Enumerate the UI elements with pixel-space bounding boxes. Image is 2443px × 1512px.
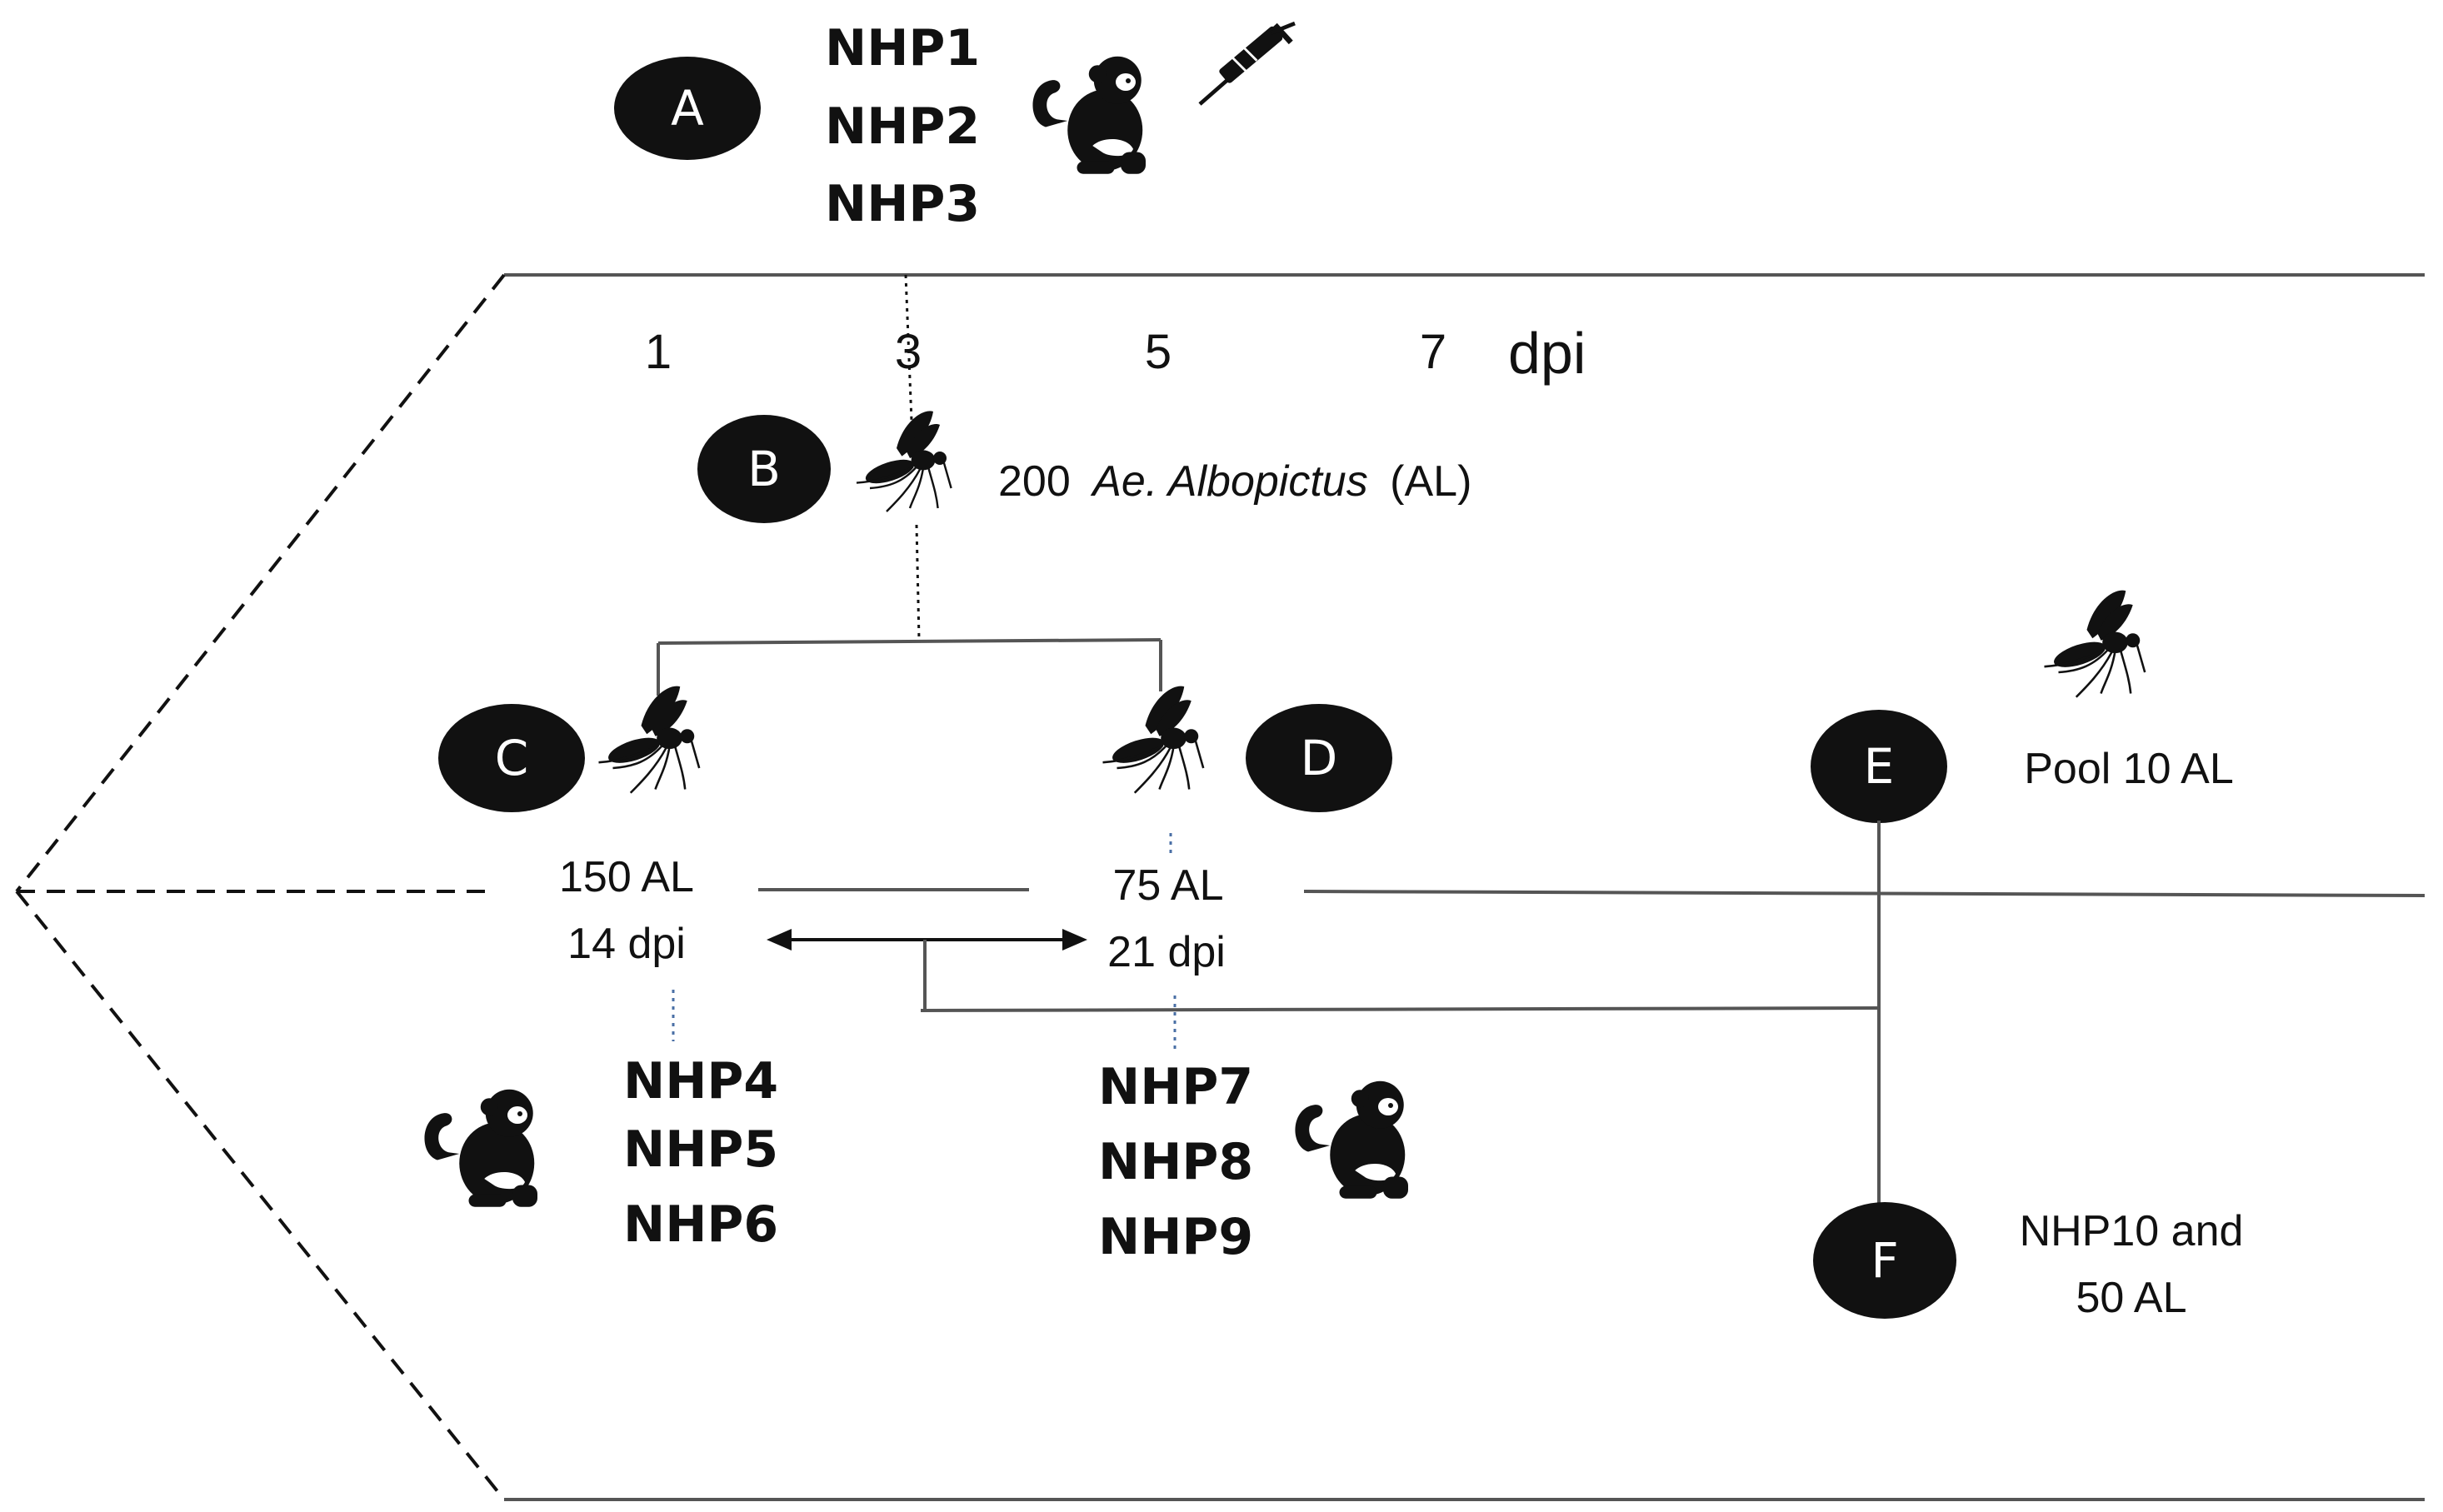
dpi-unit-label: dpi [1508,321,1586,386]
pool-label: Pool 10 AL [2024,745,2234,793]
nhp3-label: NHP3 [825,175,980,233]
nhp2-label: NHP2 [825,97,980,156]
branch-c-time: 14 dpi [567,920,686,968]
dpi-tick-3: 3 [895,325,922,379]
nhp4-label: NHP4 [623,1052,778,1110]
dotted-b-to-split [915,524,921,641]
final-group-line2: 50 AL [2076,1274,2186,1322]
nhp9-label: NHP9 [1098,1208,1253,1266]
node-f: F [1813,1202,1956,1319]
node-b: B [697,415,831,523]
branch-d-time: 21 dpi [1107,928,1226,976]
node-d: D [1246,704,1392,812]
split-bar [657,638,1162,645]
mosquito-icon-c [597,685,701,795]
chevron-upper-dashed [15,273,506,893]
branch-c-count: 150 AL [559,853,694,901]
node-a: A [614,57,761,160]
mosquito-icon-e [2043,589,2146,699]
node-f-label: F [1871,1232,1898,1289]
mosquito-abbr: (AL) [1390,457,1471,506]
nhp8-label: NHP8 [1098,1133,1253,1191]
nhp7-label: NHP7 [1098,1058,1253,1116]
syringe-icon [1200,23,1295,104]
mosquito-group-label: 200 Ae. Albopictus (AL) [998,457,1471,506]
dpi-tick-5: 5 [1145,325,1172,379]
node-d-label: D [1301,730,1338,786]
monkey-icon-d [1295,1080,1408,1199]
node-c-label: C [495,730,529,786]
monkey-icon-a [1032,56,1146,174]
bracket-horizontal [920,1006,1880,1012]
node-e-label: E [1864,738,1895,795]
monkey-icon-c [424,1089,537,1207]
mosquito-species: Ae. Albopictus [1090,457,1367,506]
mosquito-icon-d [1102,685,1205,795]
nhp6-label: NHP6 [623,1195,778,1254]
mosquito-icon-b [855,410,952,513]
final-group-line1: NHP10 and [2020,1207,2244,1255]
node-c: C [438,704,585,812]
node-b-label: B [747,441,781,497]
node-e: E [1811,710,1947,823]
mid-line-2 [1303,890,2426,897]
nhp5-label: NHP5 [623,1120,778,1179]
double-arrow-left-head [767,929,792,951]
chevron-lower-dashed [15,890,506,1501]
dpi-tick-7: 7 [1420,325,1446,379]
branch-d-count: 75 AL [1112,861,1223,910]
node-a-label: A [671,80,704,137]
nhp1-label: NHP1 [825,19,980,77]
mosquito-count: 200 [998,457,1071,506]
dpi-tick-1: 1 [645,325,672,379]
double-arrow-right-head [1062,929,1087,951]
